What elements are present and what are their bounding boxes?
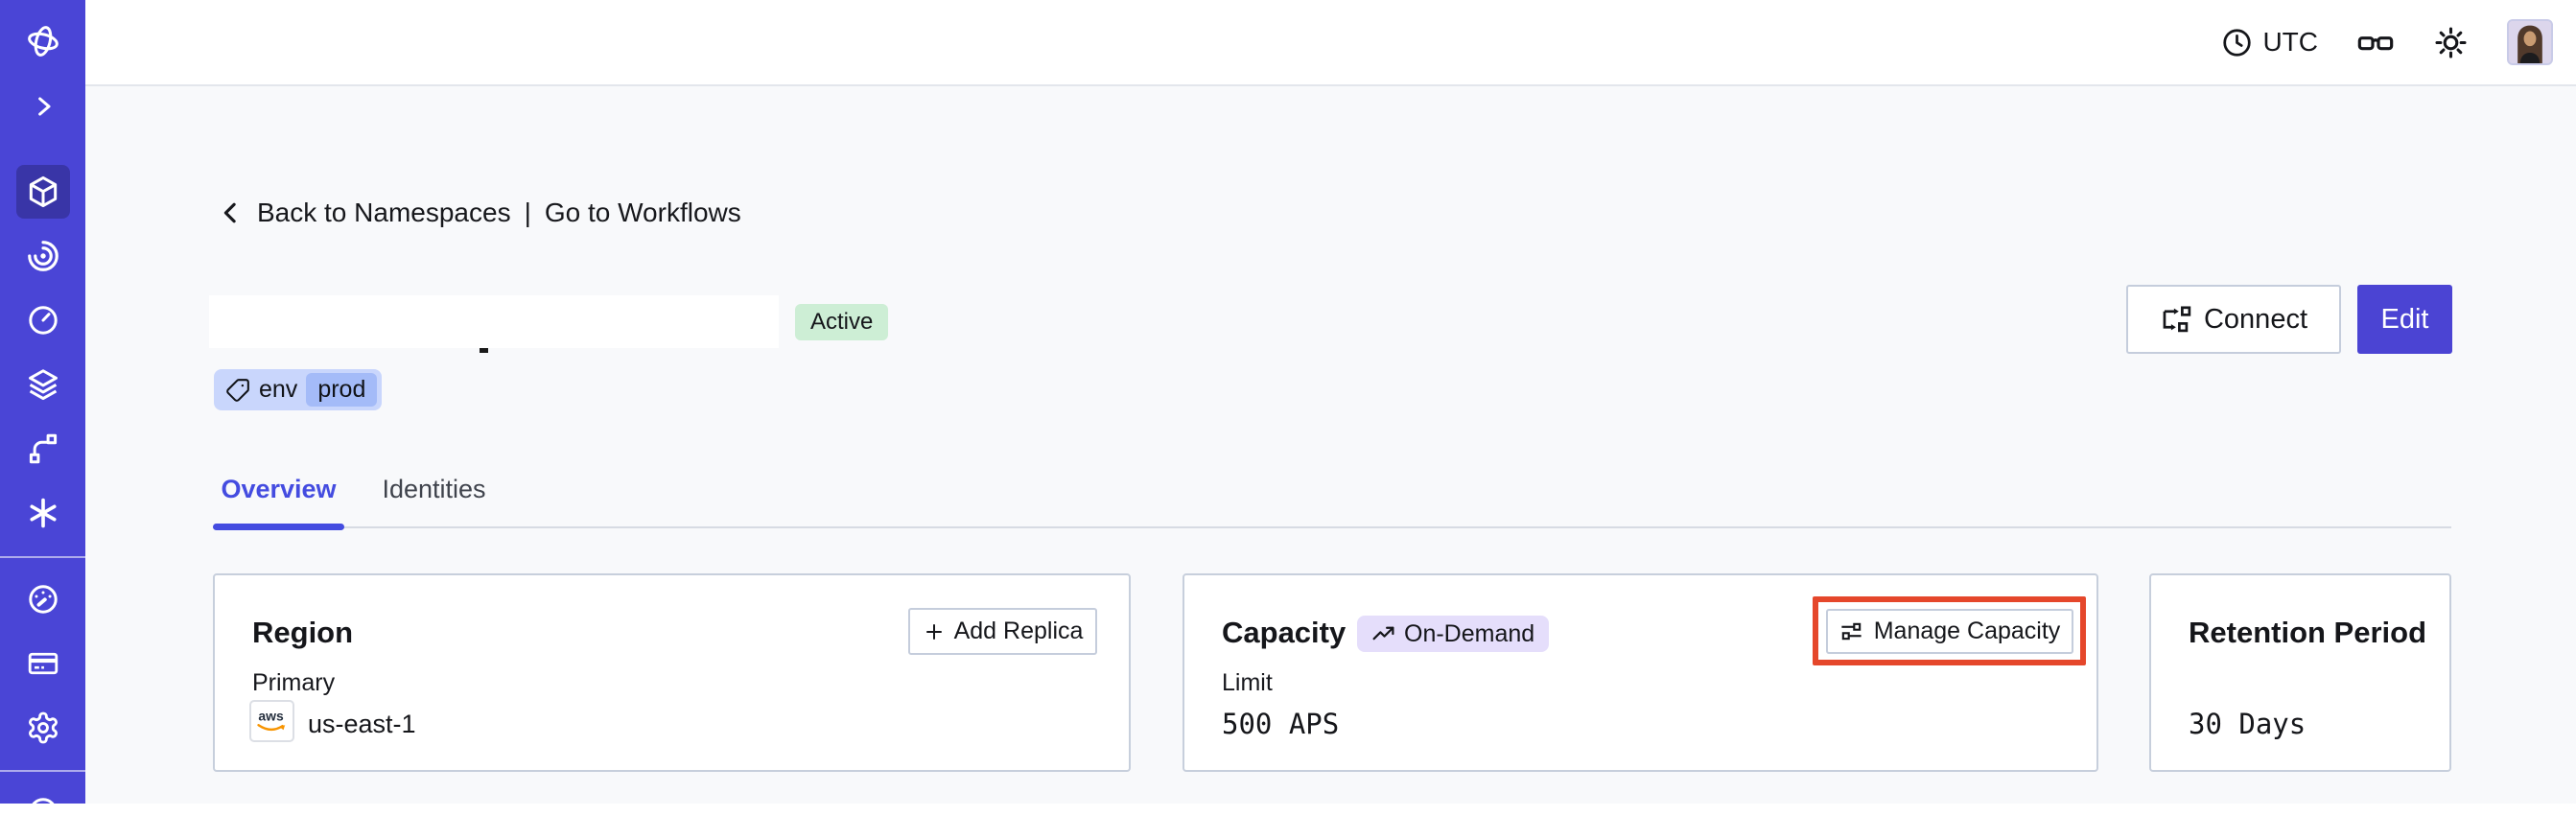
branch-icon xyxy=(29,433,57,464)
add-replica-button[interactable]: Add Replica xyxy=(908,608,1097,655)
edit-button-label: Edit xyxy=(2380,303,2429,335)
aws-logo-text: aws xyxy=(258,708,284,723)
sidebar-item-namespaces[interactable] xyxy=(15,165,70,219)
active-tab-indicator xyxy=(213,524,344,530)
region-card-title: Region xyxy=(252,616,354,649)
timezone-label: UTC xyxy=(2262,27,2318,57)
connect-icon xyxy=(2163,306,2191,333)
retention-card: Retention Period 30 Days xyxy=(2149,573,2451,772)
breadcrumb-workflows-link[interactable]: Go to Workflows xyxy=(544,198,741,227)
redaction-artifact xyxy=(480,348,488,353)
sidebar-item-billing[interactable] xyxy=(16,637,70,690)
breadcrumb-back-link[interactable]: Back to Namespaces xyxy=(257,198,511,227)
edit-button[interactable]: Edit xyxy=(2357,285,2452,354)
capacity-value: 500 APS xyxy=(1222,708,1340,740)
tab-divider xyxy=(213,526,2451,528)
tag-icon xyxy=(226,378,249,402)
layers-icon xyxy=(28,369,58,401)
sidebar-item-workflows[interactable] xyxy=(16,229,70,283)
sidebar-item-batch[interactable] xyxy=(16,486,70,540)
capacity-card-title: Capacity xyxy=(1222,616,1347,649)
sun-icon xyxy=(2435,26,2467,58)
user-avatar[interactable] xyxy=(2507,19,2553,65)
tab-identities[interactable]: Identities xyxy=(369,470,499,508)
aws-logo: aws xyxy=(249,700,294,742)
glasses-icon xyxy=(2357,36,2394,51)
breadcrumb-separator: | xyxy=(524,198,531,227)
timezone-selector[interactable]: UTC xyxy=(2221,27,2318,58)
gear-icon xyxy=(28,711,58,744)
ondemand-badge-label: On-Demand xyxy=(1404,619,1535,647)
annotation-highlight-box: Manage Capacity xyxy=(1813,596,2086,665)
retention-card-title: Retention Period xyxy=(2189,616,2427,649)
tab-overview-label: Overview xyxy=(221,474,337,503)
region-value: us-east-1 xyxy=(308,710,416,738)
temporal-logo-icon[interactable] xyxy=(16,14,70,68)
sidebar-item-help[interactable] xyxy=(16,785,70,839)
topbar: UTC xyxy=(85,0,2576,86)
namespace-tag: env prod xyxy=(214,369,383,410)
primary-label: Primary xyxy=(252,669,336,696)
tag-value-chip: prod xyxy=(306,373,378,407)
add-replica-label: Add Replica xyxy=(953,618,1084,644)
manage-capacity-button[interactable]: Manage Capacity xyxy=(1825,608,2073,654)
sidebar-divider xyxy=(0,556,85,558)
sidebar-item-settings[interactable] xyxy=(16,701,70,755)
ondemand-badge: On-Demand xyxy=(1357,616,1550,652)
limit-label: Limit xyxy=(1222,669,1273,696)
tab-identities-label: Identities xyxy=(382,474,486,503)
chevron-right-icon[interactable] xyxy=(16,80,70,133)
sidebar-item-schedules[interactable] xyxy=(16,293,70,347)
spiral-icon xyxy=(27,241,59,271)
dev-mode-toggle[interactable] xyxy=(2356,23,2395,61)
asterisk-icon xyxy=(29,498,57,528)
main-content: Back to Namespaces | Go to Workflows Act… xyxy=(85,86,2576,804)
connect-button[interactable]: Connect xyxy=(2126,285,2341,354)
clock-icon xyxy=(2223,28,2252,57)
status-badge: Active xyxy=(795,304,889,340)
sidebar xyxy=(0,0,85,827)
tab-overview[interactable]: Overview xyxy=(213,470,344,508)
namespace-title-redacted xyxy=(209,295,779,348)
manage-capacity-label: Manage Capacity xyxy=(1873,617,2061,644)
timer-icon xyxy=(28,306,58,335)
sidebar-divider xyxy=(0,770,85,772)
chevron-left-icon[interactable] xyxy=(217,198,246,227)
theme-toggle[interactable] xyxy=(2433,25,2469,60)
sidebar-item-deployments[interactable] xyxy=(16,358,70,411)
connect-button-label: Connect xyxy=(2203,303,2307,335)
region-card: Region Add Replica Primary aws us-east-1 xyxy=(213,573,1131,772)
tag-key: env xyxy=(259,376,298,403)
retention-value: 30 Days xyxy=(2189,708,2307,740)
cube-icon xyxy=(29,175,57,208)
help-icon xyxy=(28,798,58,827)
sliders-icon xyxy=(1841,622,1862,640)
status-badge-label: Active xyxy=(810,309,874,335)
credit-card-icon xyxy=(28,652,58,675)
sidebar-item-nexus[interactable] xyxy=(16,422,70,476)
gauge-icon xyxy=(28,585,58,614)
sidebar-item-usage[interactable] xyxy=(16,572,70,626)
plus-icon xyxy=(925,623,942,640)
breadcrumb: Back to Namespaces | Go to Workflows xyxy=(217,198,741,228)
capacity-card: Capacity On-Demand Manage Capacity Limit… xyxy=(1183,573,2098,772)
trending-up-icon xyxy=(1372,626,1394,640)
